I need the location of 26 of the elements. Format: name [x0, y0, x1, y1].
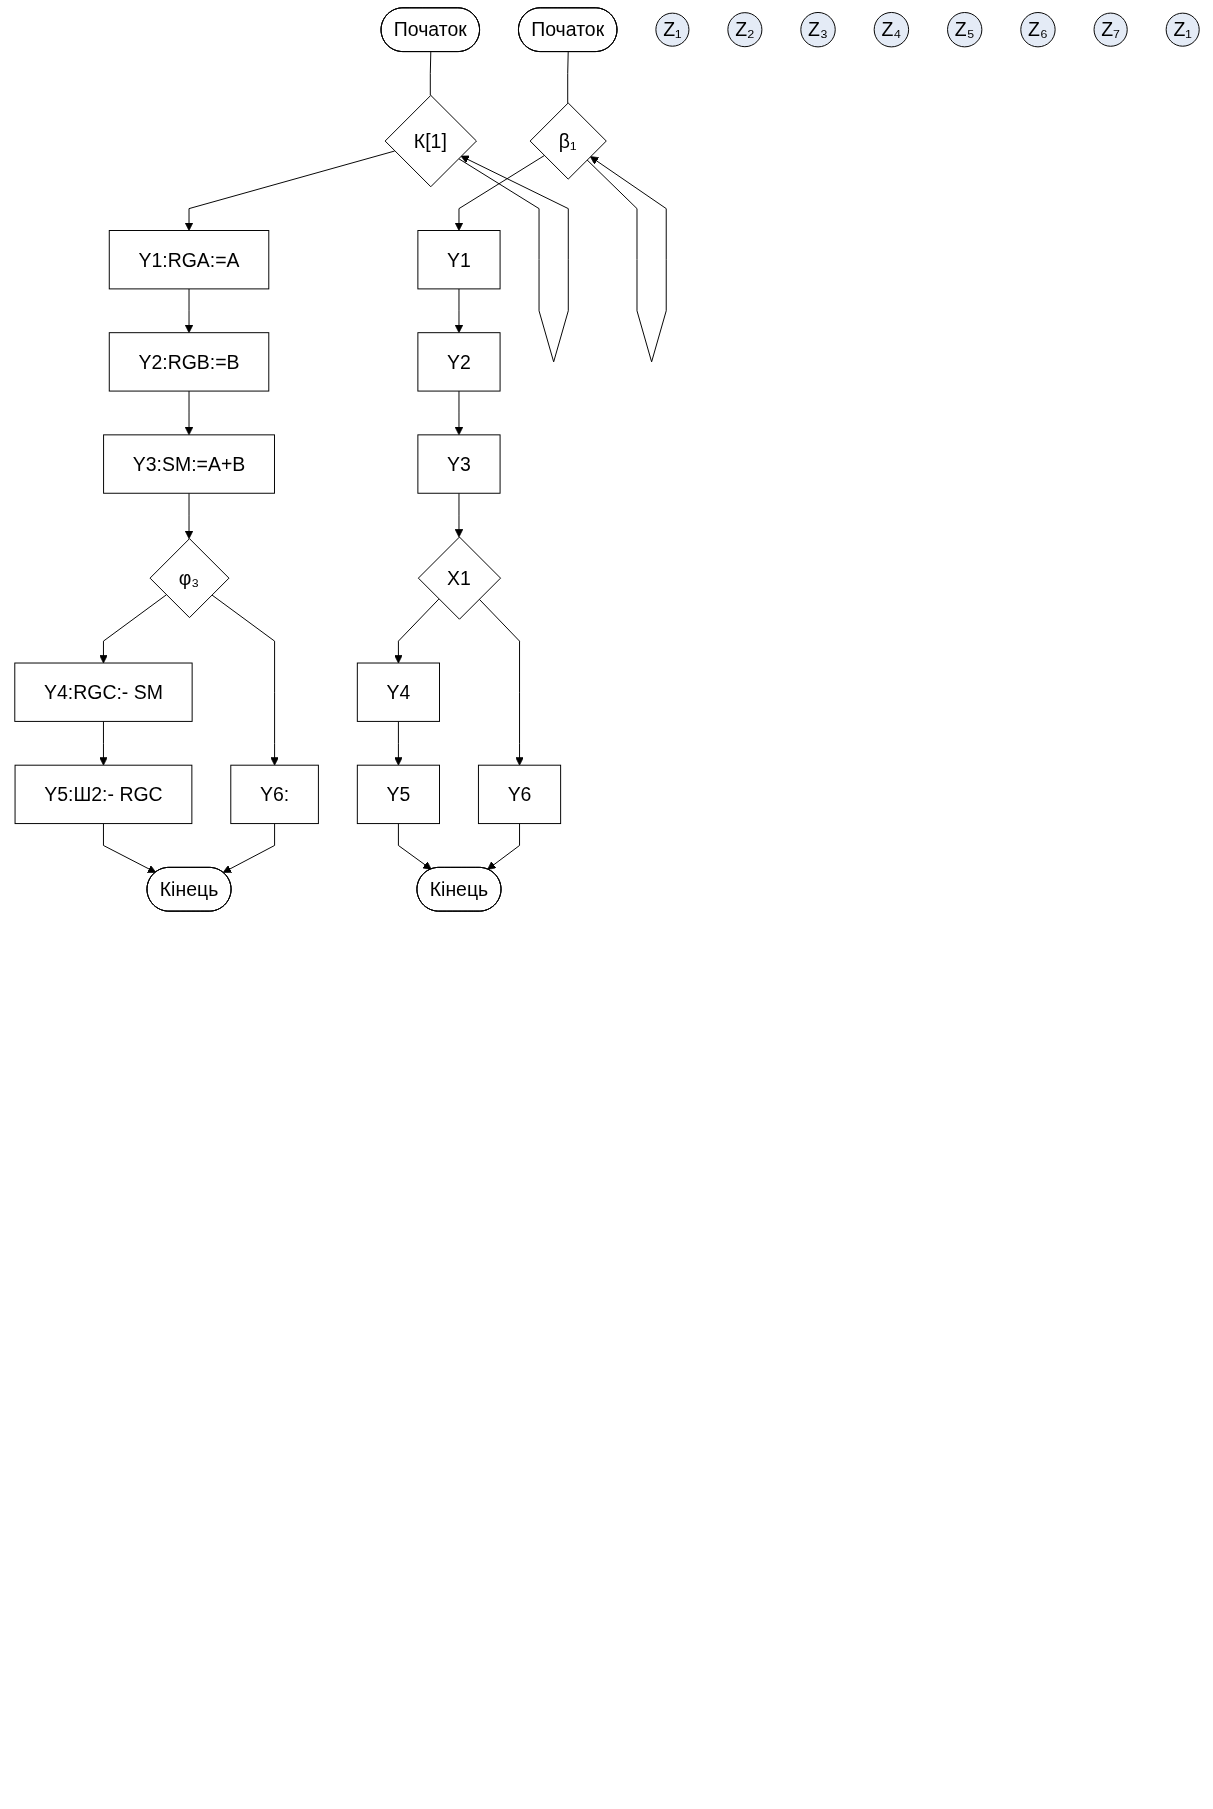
node-box: Y3 — [416, 434, 501, 494]
node-box: Y2 — [416, 332, 501, 392]
connector — [429, 51, 431, 96]
node-diamond: X1 — [417, 536, 501, 620]
node-box: Y6: — [229, 764, 319, 825]
node-diamond: К[1] — [384, 94, 477, 188]
connector — [566, 51, 569, 104]
node-circle: Z₅ — [946, 12, 982, 48]
node-circle: Z₃ — [799, 12, 836, 48]
node-circle: Z₄ — [873, 11, 909, 48]
node-box: Y3:SM:=A+B — [102, 434, 275, 494]
node-circle: Z₆ — [1019, 12, 1056, 48]
node-box: Y1 — [416, 230, 501, 290]
node-circle: Z₇ — [1093, 12, 1128, 47]
node-circle: Z₁ — [1165, 12, 1200, 47]
node-box: Y1:RGA:=A — [108, 230, 269, 290]
node-box: Y2:RGB:=B — [108, 332, 269, 392]
node-diamond: φ₃ — [149, 538, 229, 619]
node-diamond: β₁ — [529, 102, 607, 180]
node-box: Y4 — [356, 662, 440, 722]
node-box: Y5:Ш2:- RGC — [14, 764, 192, 825]
node-circle: Z₁ — [654, 12, 689, 47]
node-circle: Z₂ — [726, 12, 762, 48]
node-box: Y5 — [356, 764, 440, 825]
node-box: Y4:RGC:- SM — [13, 662, 193, 722]
node-box: Y6 — [477, 764, 561, 825]
